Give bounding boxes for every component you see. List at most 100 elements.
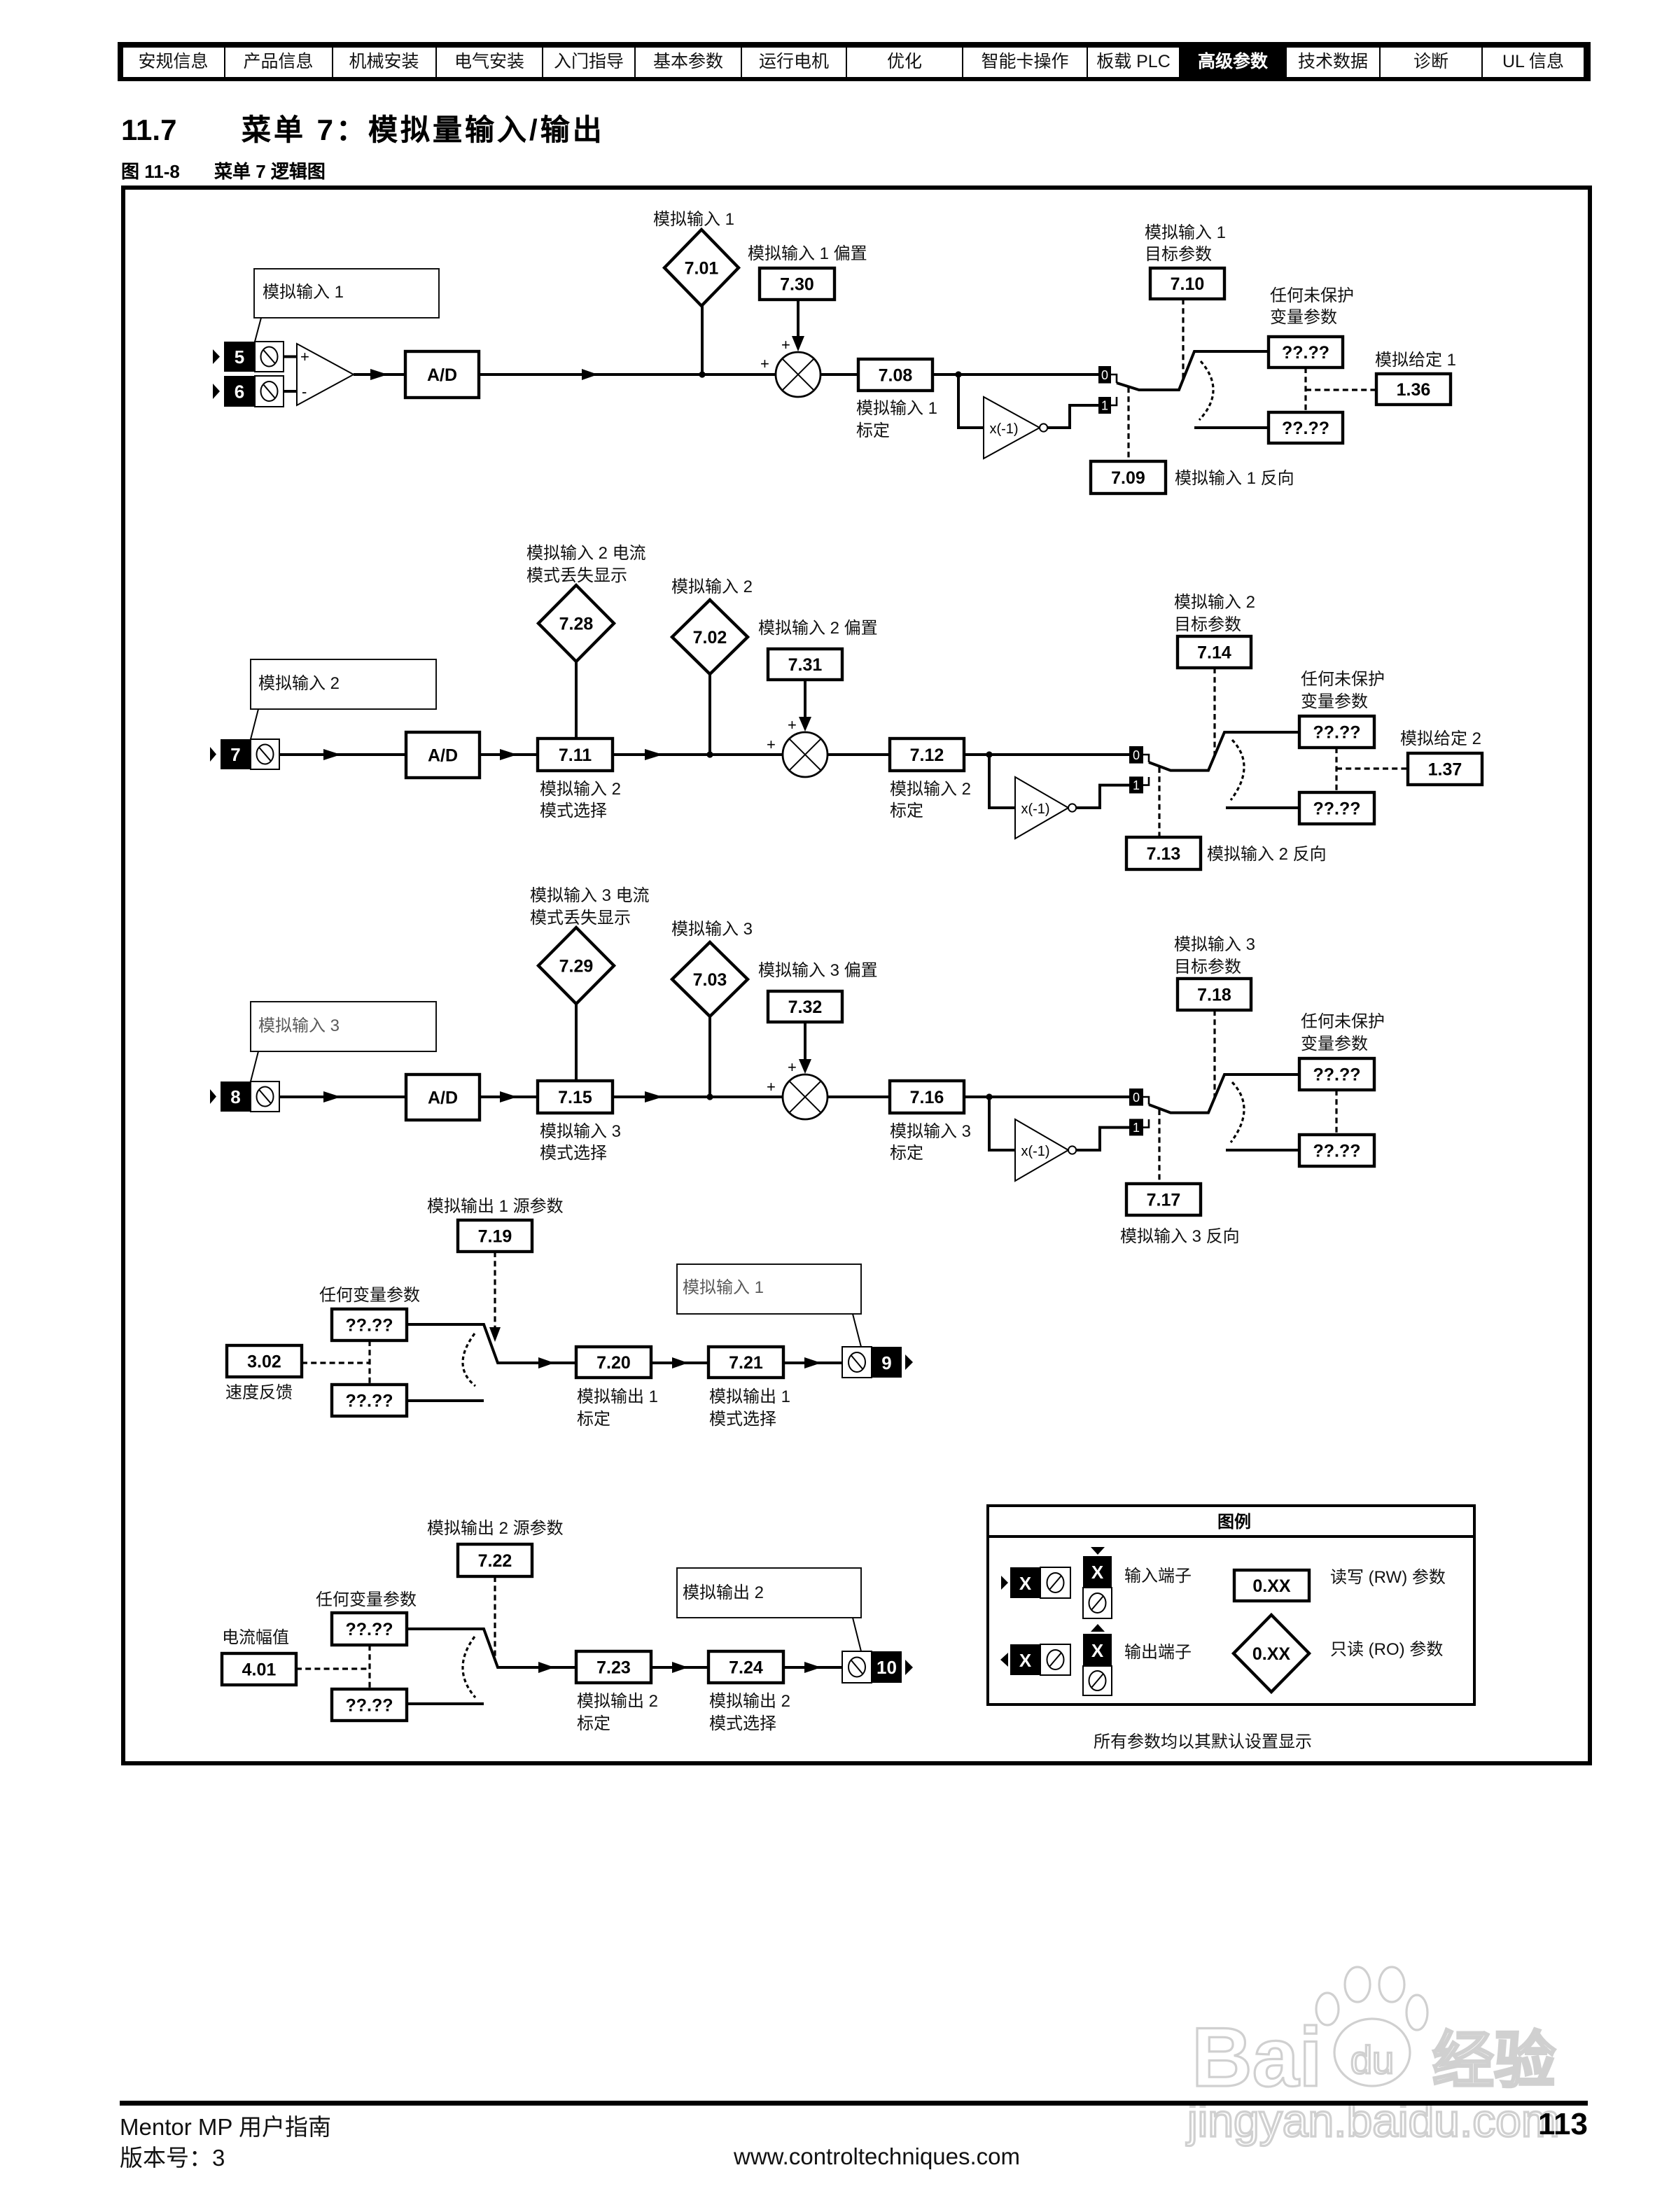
switch-position-label: 1: [1101, 399, 1108, 413]
terminal-number-block: [221, 739, 251, 769]
param-id: 7.10: [1171, 274, 1205, 294]
contact-line: [1143, 1096, 1150, 1105]
nav-tab-ul-info[interactable]: UL 信息: [1483, 47, 1585, 76]
rw-param-box: [330, 1611, 409, 1647]
inverter-label: x(-1): [1021, 1144, 1049, 1159]
figure-caption: 菜单 7 逻辑图: [214, 161, 326, 182]
nav-tab-safety-info[interactable]: 安规信息: [123, 47, 225, 76]
param-label: 标定: [890, 802, 923, 820]
flow-arrow-icon: [582, 369, 598, 380]
nav-tab-smartcard[interactable]: 智能卡操作: [963, 47, 1088, 76]
rw-param-box: [1266, 335, 1345, 370]
param-range-label: 任何变量参数: [316, 1590, 417, 1609]
nav-tab-basic-parameters[interactable]: 基本参数: [636, 47, 742, 76]
param-label: 模拟输入 2 电流: [526, 544, 646, 563]
rw-param-sample: 0.XX: [1252, 1576, 1291, 1596]
param-id: 7.08: [879, 366, 913, 386]
callout-frame: [676, 1264, 862, 1315]
param-id: 7.02: [693, 628, 727, 648]
param-label: 模拟输出 2: [709, 1692, 790, 1711]
flow-arrow-icon: [804, 1662, 821, 1673]
rw-param-box: [1374, 372, 1453, 407]
param-id: 7.16: [910, 1088, 944, 1107]
output-arrow-icon: [1091, 1624, 1105, 1632]
nav-tab-technical-data[interactable]: 技术数据: [1287, 47, 1381, 76]
analog-input-3-section: 模拟输入 3 8 A/D 7.15 模拟输入 3 模式选择 7.29 模拟输入 …: [210, 886, 1385, 1246]
flow-arrow-icon: [538, 1662, 554, 1673]
nav-tab-onboard-plc[interactable]: 板载 PLC: [1088, 47, 1180, 76]
terminal-number: 6: [235, 381, 244, 402]
nav-tab-product-info[interactable]: 产品信息: [225, 47, 333, 76]
param-placeholder: ??.??: [1313, 723, 1360, 743]
rw-param-box: [1175, 976, 1253, 1012]
ad-converter-label: A/D: [428, 1088, 458, 1108]
inverter-label: x(-1): [989, 421, 1018, 437]
watermark-paw-toe: [1378, 1966, 1406, 2003]
param-range-label: 任何变量参数: [319, 1286, 420, 1305]
nav-tab-getting-started[interactable]: 入门指导: [543, 47, 636, 76]
nav-tab-mechanical-install[interactable]: 机械安装: [333, 47, 437, 76]
range-arc-dashed: [1229, 1081, 1245, 1143]
legend-frame: [986, 1504, 1476, 1706]
param-id: 7.20: [596, 1353, 631, 1373]
flow-arrow-icon: [370, 369, 388, 380]
param-label: 模拟输入 3: [890, 1122, 971, 1141]
watermark-paw-toe: [1405, 1994, 1429, 2031]
watermark-brand: Bai: [1192, 2010, 1322, 2104]
param-placeholder: ??.??: [345, 1316, 393, 1336]
param-id: 7.30: [780, 275, 814, 295]
nav-tab-electrical-install[interactable]: 电气安装: [437, 47, 543, 76]
switch-contact-0: [1129, 1088, 1143, 1106]
watermark-paw-pad: [1333, 2017, 1411, 2087]
nav-tab-running-motor[interactable]: 运行电机: [742, 47, 847, 76]
selector-switch-arm: [1148, 1073, 1299, 1114]
param-id: 3.02: [247, 1352, 281, 1372]
rw-param-box: [456, 1218, 534, 1254]
callout-leader: [852, 1617, 862, 1652]
param-id: 7.03: [693, 970, 727, 990]
differential-amplifier-icon: [296, 342, 356, 407]
param-range-label: 变量参数: [1301, 1035, 1368, 1054]
signal-line: [988, 1097, 1015, 1152]
chapter-nav-bar: 安规信息 产品信息 机械安装 电气安装 入门指导 基本参数 运行电机 优化 智能…: [117, 41, 1591, 81]
param-label: 标定: [856, 421, 890, 440]
param-id: 7.21: [729, 1353, 763, 1373]
switch-contact-0: [1098, 366, 1111, 384]
param-placeholder: ??.??: [345, 1620, 393, 1639]
terminal-number-block: [1010, 1644, 1040, 1675]
nav-tab-advanced-parameters[interactable]: 高级参数: [1180, 47, 1287, 76]
inverter-bubble: [1068, 803, 1077, 813]
flow-arrow-icon: [645, 749, 663, 760]
terminal-number-block: [221, 1082, 251, 1112]
inverter-icon: [1014, 776, 1070, 840]
terminal-number: 5: [235, 346, 244, 368]
screw-slot: [258, 746, 272, 762]
param-placeholder: ??.??: [1313, 1065, 1360, 1085]
param-placeholder: ??.??: [345, 1392, 393, 1411]
screw-slot: [263, 384, 276, 399]
rw-param-box: [706, 1649, 785, 1685]
param-label: 模拟输出 2 源参数: [427, 1519, 564, 1538]
sum-plus-sign: +: [781, 336, 790, 354]
param-placeholder: ??.??: [1282, 343, 1329, 363]
signal-line: [1047, 404, 1098, 429]
switch-contact-1: [1098, 397, 1111, 414]
rw-param-box: [1175, 634, 1253, 670]
legend-input-terminal-label: 输入端子: [1124, 1567, 1192, 1586]
callout-frame: [250, 659, 437, 710]
nav-tab-optimization[interactable]: 优化: [847, 47, 963, 76]
param-label: 模式选择: [540, 1144, 607, 1163]
watermark-product: 经验: [1432, 2026, 1556, 2095]
terminal-number-block: [1083, 1556, 1112, 1588]
screw-slot: [850, 1354, 864, 1370]
param-placeholder: ??.??: [345, 1696, 393, 1716]
param-id: 4.01: [242, 1660, 277, 1680]
contact-line: [1143, 1119, 1150, 1128]
callout-text: 模拟输出 2: [683, 1583, 764, 1602]
terminal-id-sample: X: [1019, 1650, 1032, 1671]
sum-plus-sign: +: [767, 1078, 776, 1096]
param-label: 模拟输入 2: [1174, 593, 1255, 612]
nav-tab-diagnostics[interactable]: 诊断: [1381, 47, 1483, 76]
param-placeholder: ??.??: [1282, 419, 1329, 438]
